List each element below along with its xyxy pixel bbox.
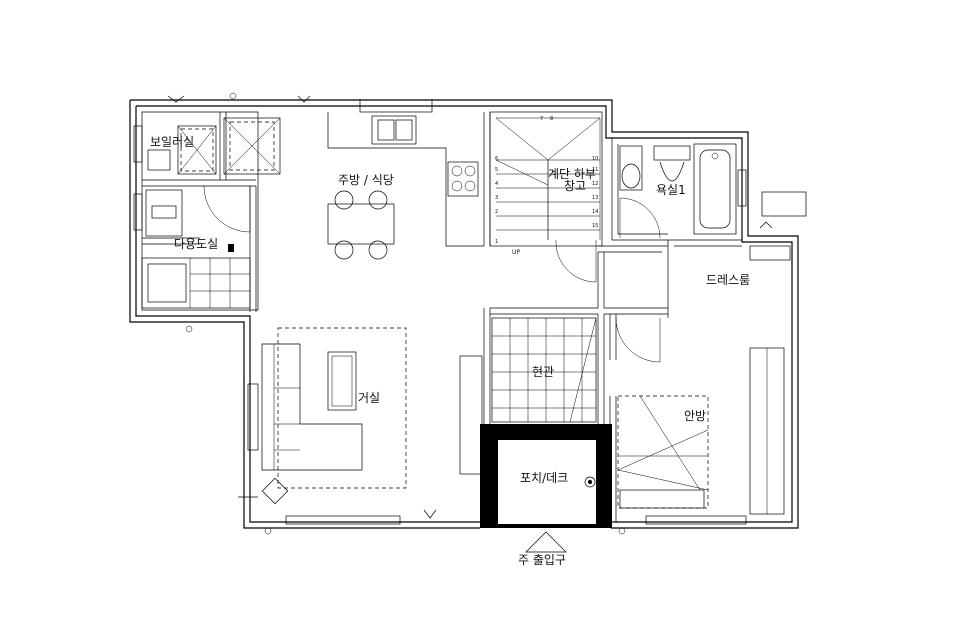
living-room <box>238 327 407 525</box>
stair-up-label: UP <box>512 249 520 256</box>
bathroom <box>619 143 747 239</box>
porch-deck <box>525 476 596 553</box>
kitchen-dining <box>327 99 479 260</box>
stair-step-number: 6 <box>495 156 498 162</box>
room-label-bath: 욕실1 <box>656 183 686 197</box>
stair-step-number: 10 <box>592 156 598 162</box>
room-label-living: 거실 <box>358 391 380 405</box>
stair-step-number: 8 <box>550 116 553 122</box>
room-label-dressroom: 드레스룸 <box>706 273 750 287</box>
utility-room <box>133 185 251 309</box>
exterior-details <box>167 92 773 535</box>
stair-step-number: 5 <box>495 167 498 173</box>
room-label-utility: 다용도실 <box>174 237 218 251</box>
main-entrance-label: 주 출입구 <box>518 553 566 567</box>
stair-step-number: 14 <box>592 209 598 215</box>
room-label-porch-deck: 포치/데크 <box>520 471 568 485</box>
room-label-boiler: 보일러실 <box>150 135 194 149</box>
room-label-stair-storage-1: 계단 하부 <box>548 167 596 181</box>
boiler-room <box>133 117 281 175</box>
exterior-walls <box>129 99 799 529</box>
room-label-kitchen-dining: 주방 / 식당 <box>338 173 394 187</box>
interior-walls <box>142 111 742 522</box>
staircase <box>495 117 601 283</box>
stair-step-number: 1 <box>495 239 498 245</box>
stair-step-number: 2 <box>495 209 498 215</box>
stair-step-number: 11 <box>592 167 598 173</box>
dress-room <box>615 191 807 515</box>
stair-step-number: 15 <box>592 223 598 229</box>
master-bedroom <box>617 395 747 525</box>
room-label-master-bedroom: 안방 <box>684 409 706 423</box>
entrance <box>491 317 597 431</box>
room-label-stair-storage-2: 창고 <box>564 179 586 193</box>
stair-step-number: 4 <box>495 181 498 187</box>
stair-step-number: 7 <box>540 116 543 122</box>
stair-step-number: 12 <box>592 181 598 187</box>
stair-step-numbers: 1 2 3 4 5 6 7 8 10 11 12 13 14 15 <box>495 116 598 245</box>
room-label-entrance: 현관 <box>532 365 554 379</box>
stair-step-number: 13 <box>592 195 598 201</box>
stair-step-number: 3 <box>495 195 498 201</box>
